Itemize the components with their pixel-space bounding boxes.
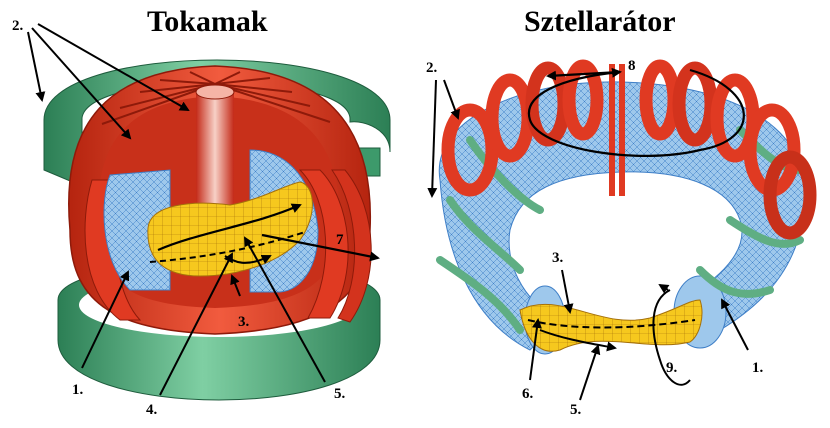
title-tokamak: Tokamak bbox=[147, 5, 268, 38]
label-tokamak-coils: 2. bbox=[12, 18, 24, 34]
label-stellarator-9: 9. bbox=[666, 360, 678, 376]
arrow-9 bbox=[652, 289, 691, 386]
stellarator-coils bbox=[441, 59, 817, 240]
leader-arrows bbox=[27, 23, 749, 401]
label-tokamak-current: 4. bbox=[146, 402, 158, 418]
title-stellarator: Sztellarátor bbox=[524, 5, 676, 38]
label-stellarator-field: 5. bbox=[570, 402, 582, 418]
label-tokamak-vessel: 1. bbox=[72, 382, 84, 398]
stellarator-diagram bbox=[436, 59, 817, 386]
label-tokamak-flow: 7 bbox=[336, 232, 344, 248]
label-stellarator-coils: 2. bbox=[426, 60, 438, 76]
label-stellarator-vessel: 1. bbox=[752, 360, 764, 376]
tokamak-plasma bbox=[147, 181, 313, 277]
label-tokamak-plasma: 3. bbox=[238, 314, 250, 330]
arrow-8 bbox=[527, 67, 745, 157]
label-tokamak-field: 5. bbox=[334, 386, 346, 402]
tokamak-diagram bbox=[43, 59, 391, 401]
tokamak-vessel bbox=[103, 169, 171, 291]
label-stellarator-8: 8 bbox=[628, 58, 636, 74]
label-stellarator-6: 6. bbox=[522, 386, 534, 402]
label-stellarator-plasma: 3. bbox=[552, 250, 564, 266]
